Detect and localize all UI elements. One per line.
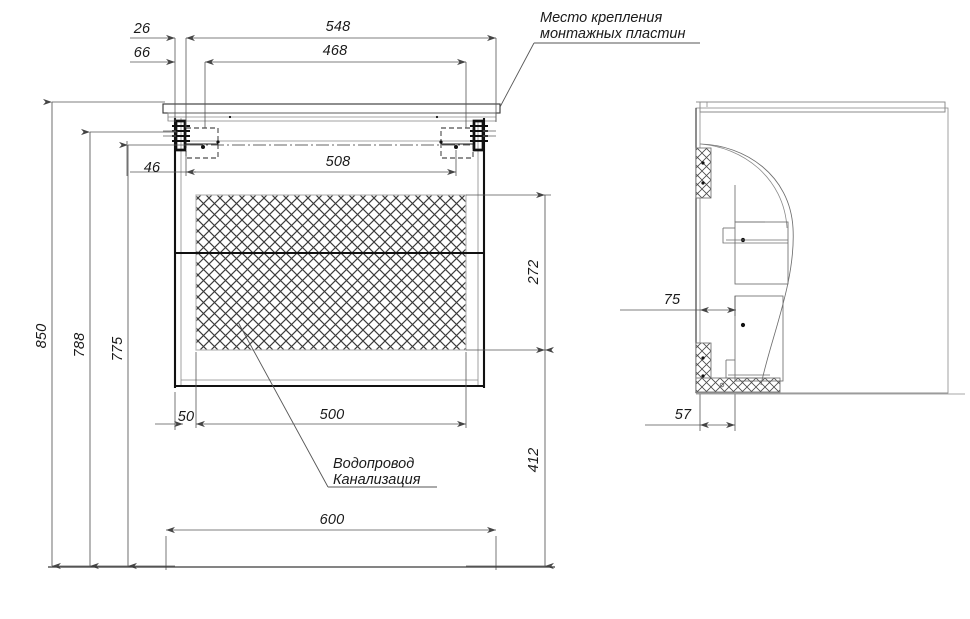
front-profile-curve bbox=[699, 143, 794, 386]
dim-468-label: 468 bbox=[323, 43, 348, 59]
drawer-fronts bbox=[175, 194, 484, 351]
dim-600: 600 bbox=[165, 512, 497, 570]
dim-66: 66 bbox=[130, 45, 175, 66]
dim-500: 500 bbox=[195, 352, 467, 428]
mounting-bracket-left bbox=[163, 119, 220, 159]
dim-57-label: 57 bbox=[675, 407, 692, 423]
wall-bracket-upper bbox=[695, 147, 712, 199]
dim-46: 46 bbox=[126, 141, 161, 176]
front-view-geometry bbox=[162, 103, 501, 388]
side-view-dimensions: 75 57 bbox=[620, 292, 965, 431]
dim-66-label: 66 bbox=[134, 45, 151, 61]
dim-46-label: 46 bbox=[144, 160, 161, 176]
countertop bbox=[162, 103, 501, 122]
dim-272: 272 bbox=[466, 191, 554, 354]
dim-26: 26 bbox=[130, 21, 175, 42]
dim-75: 75 bbox=[620, 292, 736, 316]
leader-line-mounting bbox=[499, 42, 535, 108]
dim-548-label: 548 bbox=[326, 19, 351, 35]
front-view-dimensions: 26 548 66 468 508 bbox=[34, 19, 555, 570]
front-profile-curve-inner bbox=[699, 143, 788, 229]
dim-548: 548 bbox=[186, 19, 496, 42]
drawer-box-lower bbox=[725, 295, 784, 382]
note-plumbing-line1: Водопровод bbox=[333, 456, 414, 472]
dim-850-label: 850 bbox=[34, 324, 50, 349]
plinth-foot bbox=[695, 377, 781, 393]
dim-50-label: 50 bbox=[178, 409, 195, 425]
dim-788-label: 788 bbox=[72, 333, 88, 358]
dim-50: 50 bbox=[155, 392, 194, 430]
dim-775-label: 775 bbox=[110, 336, 126, 362]
annotation-plumbing: Водопровод Канализация bbox=[237, 321, 437, 488]
dim-412: 412 bbox=[466, 346, 554, 570]
dim-272-label: 272 bbox=[526, 260, 542, 286]
cabinet-body bbox=[173, 118, 486, 388]
note-mounting-line1: Место крепления bbox=[540, 10, 662, 26]
drawer-box-upper bbox=[722, 185, 789, 285]
dim-600-label: 600 bbox=[320, 512, 345, 528]
dim-412-label: 412 bbox=[526, 448, 542, 473]
mounting-bracket-right bbox=[439, 119, 496, 159]
dim-775: 775 bbox=[110, 141, 190, 570]
dim-26-label: 26 bbox=[133, 21, 151, 37]
dim-850: 850 bbox=[34, 98, 175, 570]
dim-508-label: 508 bbox=[326, 154, 351, 170]
dim-500-label: 500 bbox=[320, 407, 345, 423]
dim-75-label: 75 bbox=[664, 292, 681, 308]
dim-788: 788 bbox=[72, 128, 178, 570]
dim-57: 57 bbox=[645, 394, 736, 431]
note-plumbing-line2: Канализация bbox=[333, 472, 421, 488]
side-view-geometry bbox=[695, 101, 949, 394]
leader-line-plumbing bbox=[237, 321, 329, 488]
note-mounting-line2: монтажных пластин bbox=[540, 26, 685, 42]
dim-468: 468 bbox=[205, 43, 466, 66]
dim-508: 508 bbox=[130, 150, 457, 176]
annotation-mounting-plates: Место крепления монтажных пластин bbox=[499, 10, 700, 108]
